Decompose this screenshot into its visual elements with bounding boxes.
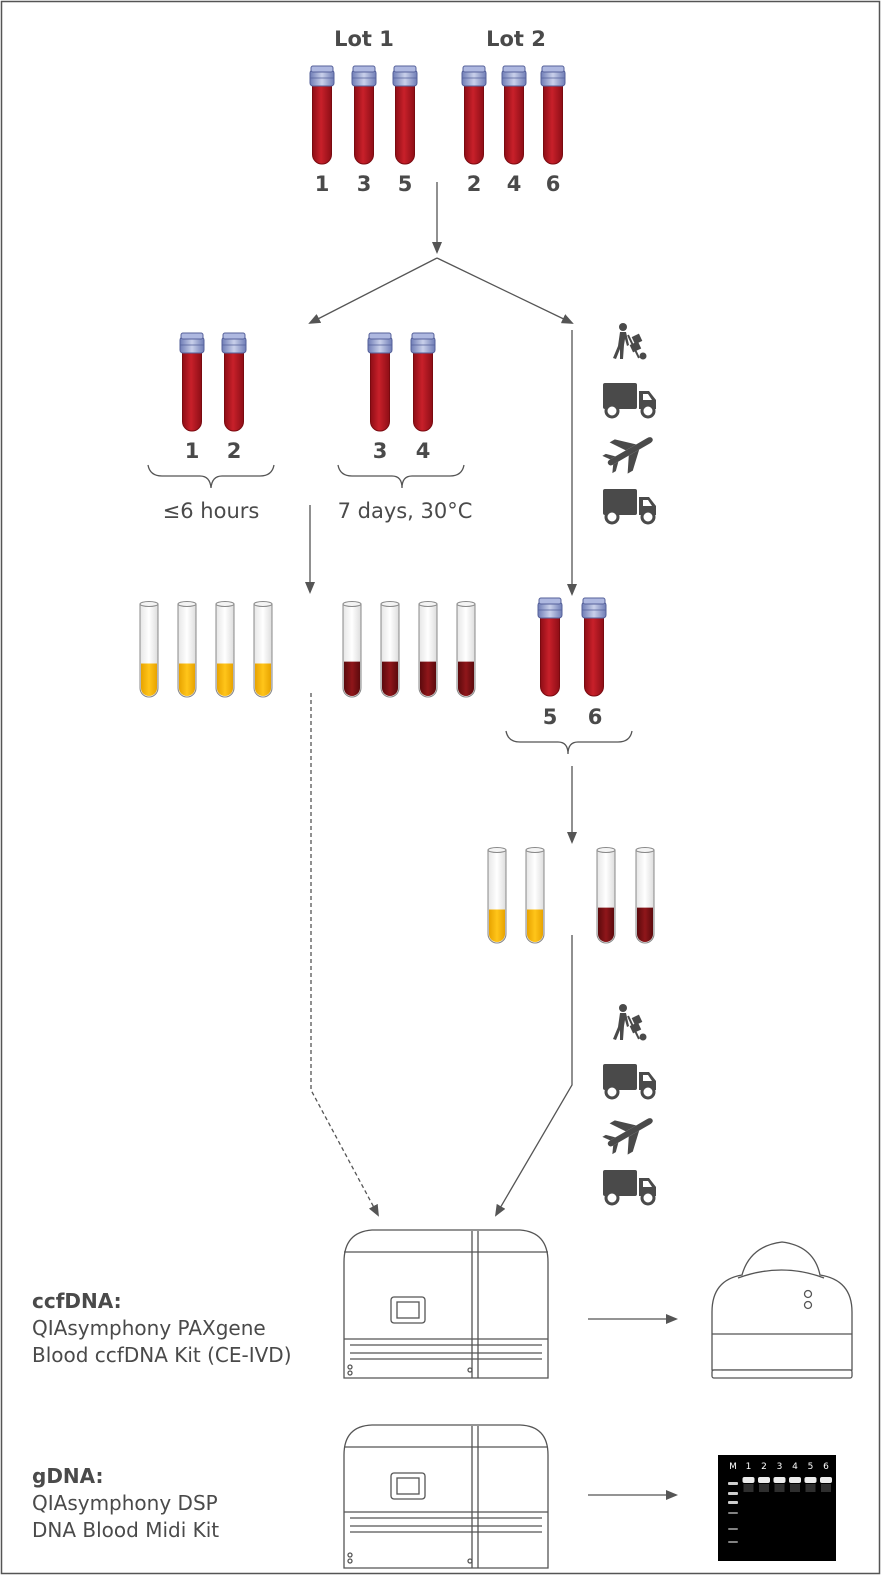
plasma-tube-icon [487,847,507,944]
tube-number: 1 [315,172,330,196]
sequencer-device-icon [711,1241,853,1379]
person-with-hand-truck-icon [613,323,647,360]
cell-pellet-tube-icon [342,601,362,698]
gel-lane-label: 4 [792,1462,798,1472]
blood-tube-icon [581,597,607,697]
blood-tube-icon [221,332,247,432]
gdna-smear [790,1484,800,1492]
grouping-brace [337,464,465,489]
blood-tube-icon [179,332,205,432]
truck-icon [603,489,656,525]
gel-lane-label: 3 [777,1462,783,1472]
ladder-band [728,1541,738,1543]
cell-pellet-tube-icon [380,601,400,698]
gdna-band [758,1477,770,1483]
tube-number: 5 [398,172,413,196]
person-with-hand-truck-icon [613,1004,647,1041]
plasma-tube-icon [253,601,273,698]
grouping-brace [147,464,275,489]
ladder-band [728,1528,738,1530]
tube-number: 4 [507,172,522,196]
grouping-brace [505,730,633,755]
plasma-tube-icon [139,601,159,698]
gdna-band [820,1477,832,1483]
qiasymphony-instrument-icon [343,1229,549,1379]
cell-pellet-tube-icon [456,601,476,698]
ladder-band [728,1512,738,1514]
ccfdna-kit-description: ccfDNA: QIAsymphony PAXgene Blood ccfDNA… [32,1288,292,1369]
gdna-smear [743,1484,754,1492]
truck-icon [603,383,656,419]
cell-pellet-tube-icon [418,601,438,698]
truck-icon [603,1064,656,1100]
tube-number: 4 [416,439,431,463]
transport-icon-group [602,323,656,525]
gdna-kit-description: gDNA: QIAsymphony DSP DNA Blood Midi Kit [32,1463,219,1544]
airplane-icon [602,1118,653,1155]
ladder-band [728,1501,738,1504]
gdna-smear [821,1484,831,1492]
gel-lane-label: 6 [823,1462,829,1472]
ccfdna-kit-line: Blood ccfDNA Kit (CE-IVD) [32,1343,292,1367]
blood-tube-icon [410,332,436,432]
plasma-tube-icon [215,601,235,698]
blood-tube-icon [537,597,563,697]
gdna-smear [774,1484,785,1492]
lot-1-label: Lot 1 [334,27,394,51]
gel-lane-label: 2 [761,1462,767,1472]
condition-label-short: ≤6 hours [163,499,260,523]
tube-number: 3 [373,439,388,463]
gdna-kit-line: DNA Blood Midi Kit [32,1518,220,1542]
tube-number: 2 [467,172,482,196]
tube-number: 1 [185,439,200,463]
gdna-band [742,1477,755,1483]
gdna-band [773,1477,786,1483]
gdna-smear [805,1484,816,1492]
blood-tube-icon [351,65,377,165]
blood-tube-icon [392,65,418,165]
gel-lane-label: M [729,1462,737,1472]
flow-arrow [436,257,574,324]
flow-arrow [308,257,438,324]
qiasymphony-instrument-icon [343,1424,549,1569]
tube-number: 6 [588,705,603,729]
ccfdna-heading: ccfDNA: [32,1289,122,1313]
tube-number: 2 [227,439,242,463]
plasma-tube-icon [177,601,197,698]
gdna-heading: gDNA: [32,1464,104,1488]
blood-tube-icon [367,332,393,432]
ladder-band [728,1492,738,1495]
plasma-tube-icon [525,847,545,944]
flow-arrow [494,935,573,1217]
truck-icon [603,1170,656,1206]
gdna-kit-line: QIAsymphony DSP [32,1491,218,1515]
ladder-band [728,1482,738,1485]
tube-number: 3 [357,172,372,196]
lot-2-label: Lot 2 [486,27,546,51]
cell-pellet-tube-icon [635,847,655,944]
ccfdna-kit-line: QIAsymphony PAXgene [32,1316,266,1340]
blood-tube-icon [501,65,527,165]
gdna-band [789,1477,801,1483]
transport-icon-group [602,1004,656,1206]
tube-number: 5 [543,705,558,729]
blood-tube-icon [461,65,487,165]
dashed-flow-arrow [310,693,379,1217]
condition-label-long: 7 days, 30°C [338,499,473,523]
blood-tube-icon [309,65,335,165]
airplane-icon [602,437,653,474]
tube-number: 6 [546,172,561,196]
gel-lane-label: 1 [746,1462,752,1472]
gdna-smear [759,1484,769,1492]
gdna-band [804,1477,817,1483]
blood-tube-icon [540,65,566,165]
cell-pellet-tube-icon [596,847,616,944]
gel-lane-label: 5 [808,1462,814,1472]
